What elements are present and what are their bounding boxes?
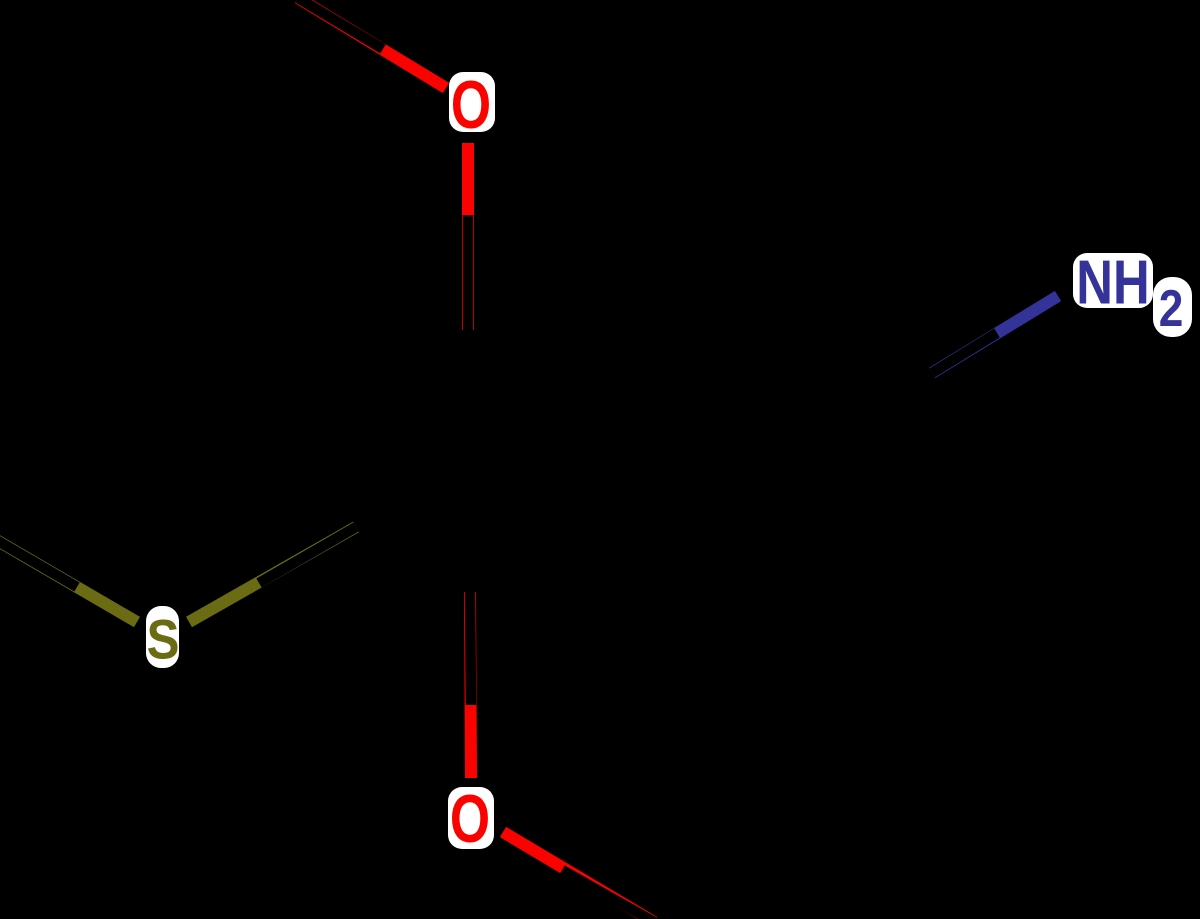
atom-symbol-oxygen-bottom: O — [450, 780, 490, 857]
bond-methyl-to-oxygen-top-carbon-half — [295, 0, 386, 54]
atom-symbol-amine: NH — [1076, 249, 1149, 318]
bond-oxygen-bottom-to-methyl-carbon-half — [559, 865, 657, 919]
atom-label-bg-sulfur — [146, 606, 179, 668]
atom-label-bg-amine — [1073, 253, 1153, 308]
atom-symbol-sulfur: S — [147, 609, 180, 672]
atom-label-bg-oxygen-top — [449, 72, 495, 132]
atom-label-bg-amine-subscript — [1153, 277, 1192, 337]
ring-bond — [352, 324, 472, 401]
atom-label-oxygen-bottom: O — [450, 780, 490, 857]
atom-symbol-amine-subscript: 2 — [1159, 280, 1184, 338]
bond-ring-to-chain — [579, 389, 760, 464]
bond-sulfur-to-ring-carbon-half — [256, 522, 359, 588]
bond-chain-elbow — [754, 367, 935, 464]
ring-bond — [465, 324, 585, 401]
bond-methyl-to-sulfur-carbon-half — [0, 536, 80, 592]
atom-label-amine: NH — [1076, 249, 1149, 318]
ring-bond — [466, 521, 586, 598]
atom-label-bg-oxygen-bottom — [448, 787, 494, 849]
ring-bond — [353, 521, 473, 598]
bond-ring-to-oxygen-bottom-carbon-half — [464, 591, 477, 706]
atom-label-sulfur: S — [147, 609, 180, 672]
atom-label-oxygen-top: O — [451, 66, 491, 143]
atom-symbol-oxygen-top: O — [451, 66, 491, 143]
ring-inner-bond — [481, 524, 560, 576]
atom-label-amine-subscript: 2 — [1159, 280, 1184, 338]
bond-carbon-to-nitrogen-carbon-half — [929, 328, 1000, 378]
ring-inner-bond — [479, 346, 559, 398]
